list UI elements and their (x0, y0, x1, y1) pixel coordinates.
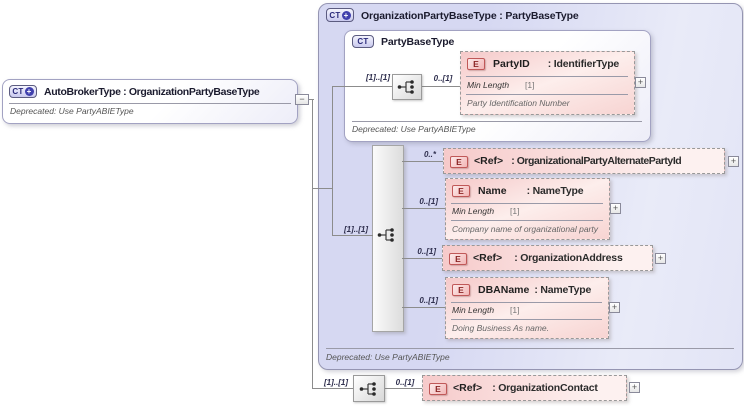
element-name: <Ref> (453, 382, 483, 394)
sequence-glyph (359, 381, 376, 396)
element-title-row: E PartyID : IdentifierType (461, 52, 634, 76)
element-type: : OrganizationAddress (514, 252, 623, 264)
sequence-icon[interactable] (377, 227, 397, 248)
organization-party-base-type-title: OrganizationPartyBaseType : PartyBaseTyp… (361, 10, 579, 22)
element-name: <Ref> (474, 155, 504, 167)
facet-value: [1] (525, 80, 535, 90)
connector-line (332, 86, 333, 236)
cardinality-label: 0..* (423, 150, 436, 159)
ct-icon-label: CT (329, 10, 341, 20)
autobroker-type-title: AutoBrokerType : OrganizationPartyBaseTy… (44, 86, 260, 98)
element-type: : NameType (526, 185, 584, 197)
element-title-row: E DBAName : NameType (446, 278, 608, 302)
divider (451, 319, 602, 320)
complex-type-icon: CT+ (326, 8, 354, 22)
divider (9, 103, 291, 104)
sequence-glyph (377, 228, 394, 242)
connector-line (420, 86, 460, 87)
element-name: DBAName (478, 284, 530, 296)
cardinality-label: 0..[1] (417, 247, 436, 256)
plus-icon: + (24, 87, 34, 96)
connector-line (402, 208, 445, 209)
element-title-row: E Name : NameType (446, 179, 609, 203)
element-name: <Ref> (473, 252, 503, 264)
connector-line (402, 161, 443, 162)
deprecated-note: Deprecated: Use PartyABIEType (326, 352, 450, 362)
element-type: : OrganizationalPartyAlternatePartyId (511, 155, 682, 167)
expand-toggle[interactable]: + (635, 77, 646, 88)
divider (451, 302, 602, 303)
cardinality-label: 0..[1] (433, 74, 453, 83)
element-dbaname[interactable]: E DBAName : NameType Min Length [1] Doin… (445, 277, 609, 339)
complex-type-icon: CT+ (9, 85, 37, 98)
cardinality-label: 0..[1] (419, 197, 438, 206)
facet-name: Min Length (452, 206, 495, 216)
connector-line (308, 99, 314, 100)
connector-line (402, 307, 445, 308)
autobroker-type-box[interactable]: CT+ AutoBrokerType : OrganizationPartyBa… (2, 79, 298, 124)
element-type: : NameType (534, 284, 592, 296)
connector-line (312, 188, 333, 189)
plus-icon: + (341, 10, 351, 20)
expand-toggle[interactable]: + (655, 253, 666, 264)
facet-name: Min Length (452, 305, 495, 315)
cardinality-label: [1]..[1] (344, 225, 368, 234)
expand-toggle[interactable]: + (728, 156, 739, 167)
expand-toggle[interactable]: + (610, 203, 621, 214)
sequence-glyph (397, 80, 414, 94)
ct-icon-label: CT (12, 87, 24, 96)
party-base-type-title: PartyBaseType (381, 36, 455, 48)
element-description: Company name of organizational party (452, 224, 598, 234)
element-icon: E (452, 185, 470, 197)
divider (466, 76, 628, 77)
element-name-nametype[interactable]: E Name : NameType Min Length [1] Company… (445, 178, 610, 240)
element-icon: E (452, 284, 470, 296)
cardinality-label: 0..[1] (419, 296, 438, 305)
element-icon: E (429, 383, 447, 395)
element-name: Name (478, 185, 507, 197)
content-model-bar (372, 145, 404, 332)
divider (451, 203, 603, 204)
sequence-icon[interactable] (353, 375, 385, 402)
divider (352, 121, 642, 122)
cardinality-label: [1]..[1] (366, 73, 390, 82)
deprecated-note: Deprecated: Use PartyABIEType (352, 124, 476, 134)
divider (326, 348, 734, 349)
facet-name: Min Length (467, 80, 510, 90)
element-type: : OrganizationContact (492, 382, 598, 394)
connector-line (332, 86, 394, 87)
connector-line (383, 388, 422, 389)
deprecated-note: Deprecated: Use PartyABIEType (10, 106, 134, 116)
divider (466, 94, 628, 95)
connector-line (312, 99, 313, 389)
divider (451, 220, 603, 221)
collapse-toggle[interactable]: − (295, 94, 309, 105)
element-type: : IdentifierType (547, 58, 620, 70)
element-icon: E (450, 156, 468, 168)
element-ref-organization-address[interactable]: E <Ref> : OrganizationAddress (442, 245, 653, 271)
element-icon: E (467, 58, 485, 70)
sequence-icon[interactable] (392, 74, 422, 100)
complex-type-icon: CT (352, 35, 374, 48)
element-ref-organization-contact[interactable]: E <Ref> : OrganizationContact (422, 375, 627, 401)
expand-toggle[interactable]: + (629, 382, 640, 393)
element-partyid[interactable]: E PartyID : IdentifierType Min Length [1… (460, 51, 635, 115)
ct-icon-label: CT (357, 37, 369, 46)
element-description: Party Identification Number (467, 98, 570, 108)
cardinality-label: 0..[1] (395, 378, 415, 387)
element-icon: E (449, 253, 467, 265)
connector-line (332, 235, 373, 236)
element-name: PartyID (493, 58, 530, 70)
cardinality-label: [1]..[1] (324, 378, 348, 387)
element-ref-alternate-partyid[interactable]: E <Ref> : OrganizationalPartyAlternatePa… (443, 148, 725, 174)
connector-line (402, 258, 442, 259)
connector-line (312, 388, 353, 389)
facet-value: [1] (510, 305, 520, 315)
facet-value: [1] (510, 206, 520, 216)
expand-toggle[interactable]: + (609, 302, 620, 313)
element-description: Doing Business As name. (452, 323, 550, 333)
